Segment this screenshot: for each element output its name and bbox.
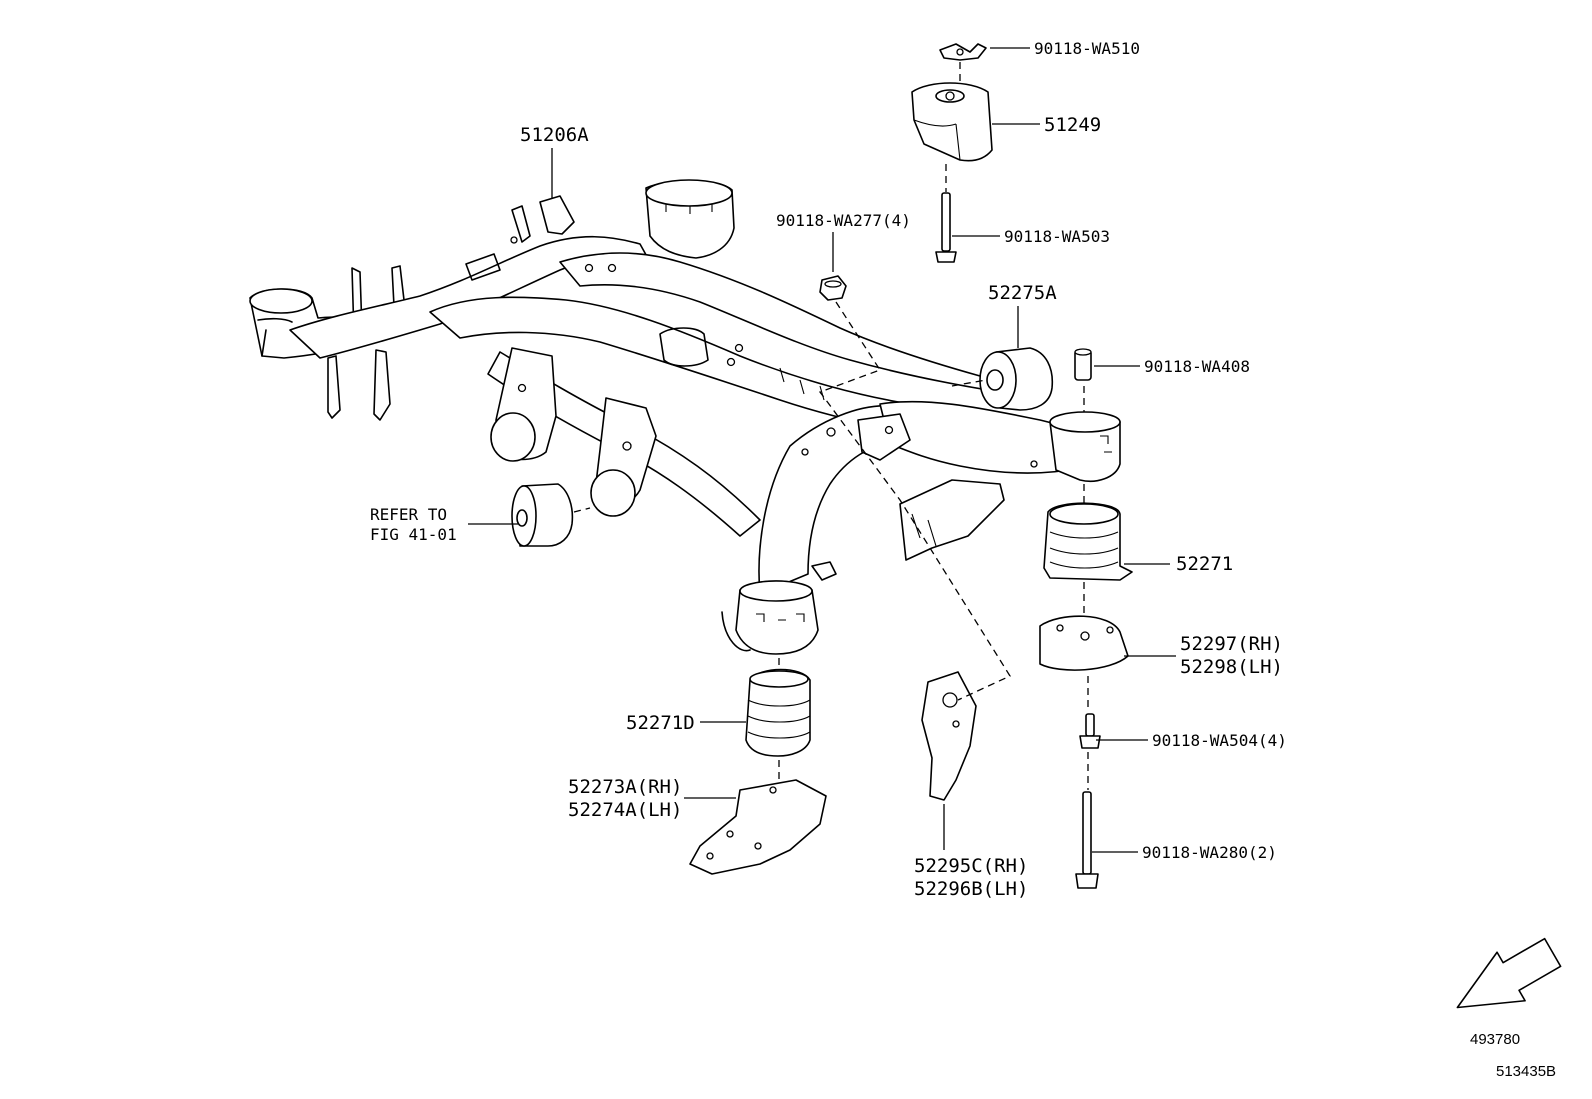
callout-52297-rh: 52297(RH) <box>1180 633 1283 655</box>
collar-90118-wa408 <box>1074 348 1092 381</box>
bushing-refer-fig-41-01 <box>511 483 574 547</box>
bolt-90118-wa280 <box>1075 791 1099 889</box>
clip-90118-wa510 <box>939 43 987 61</box>
callout-52296b-lh: 52296B(LH) <box>914 878 1028 900</box>
mount-block-51249 <box>911 82 993 162</box>
callout-refer-to: REFER TO <box>370 505 447 524</box>
bracket-52295c-52296b <box>921 671 977 801</box>
front-direction-arrow-icon <box>1456 937 1562 1009</box>
callout-52275a: 52275A <box>988 282 1057 304</box>
bolt-90118-wa504 <box>1079 713 1101 749</box>
callout-52271d: 52271D <box>626 712 695 734</box>
callout-90118-wa503: 90118-WA503 <box>1004 227 1110 246</box>
callout-90118-wa277: 90118-WA277(4) <box>776 211 911 230</box>
callout-fig-41-01: FIG 41-01 <box>370 525 457 544</box>
callout-52295c-rh: 52295C(RH) <box>914 855 1028 877</box>
assembly-lines <box>573 62 1089 790</box>
callout-52273a-rh: 52273A(RH) <box>568 776 682 798</box>
bracket-52273a-52274a <box>689 779 827 875</box>
callout-90118-wa504: 90118-WA504(4) <box>1152 731 1287 750</box>
nut-90118-wa277 <box>819 275 847 301</box>
bolt-90118-wa503 <box>935 192 957 263</box>
drawing-id: 513435B <box>1496 1063 1556 1080</box>
callout-90118-wa408: 90118-WA408 <box>1144 357 1250 376</box>
bushing-52271d <box>745 668 811 757</box>
callout-51249: 51249 <box>1044 114 1101 136</box>
leader-lines <box>468 47 1176 853</box>
bushing-52271 <box>1043 502 1133 581</box>
callout-51206a: 51206A <box>520 124 589 146</box>
bushing-52275a <box>979 347 1054 411</box>
callout-52298-lh: 52298(LH) <box>1180 656 1283 678</box>
callout-labels: 51206A 90118-WA510 51249 90118-WA277(4) … <box>370 39 1287 900</box>
illustration-id: 493780 <box>1470 1031 1520 1048</box>
cone-plate-52297-52298 <box>1039 615 1129 671</box>
callout-90118-wa280: 90118-WA280(2) <box>1142 843 1277 862</box>
callout-90118-wa510: 90118-WA510 <box>1034 39 1140 58</box>
rear-subframe <box>249 179 1121 655</box>
callout-52274a-lh: 52274A(LH) <box>568 799 682 821</box>
callout-52271: 52271 <box>1176 553 1233 575</box>
